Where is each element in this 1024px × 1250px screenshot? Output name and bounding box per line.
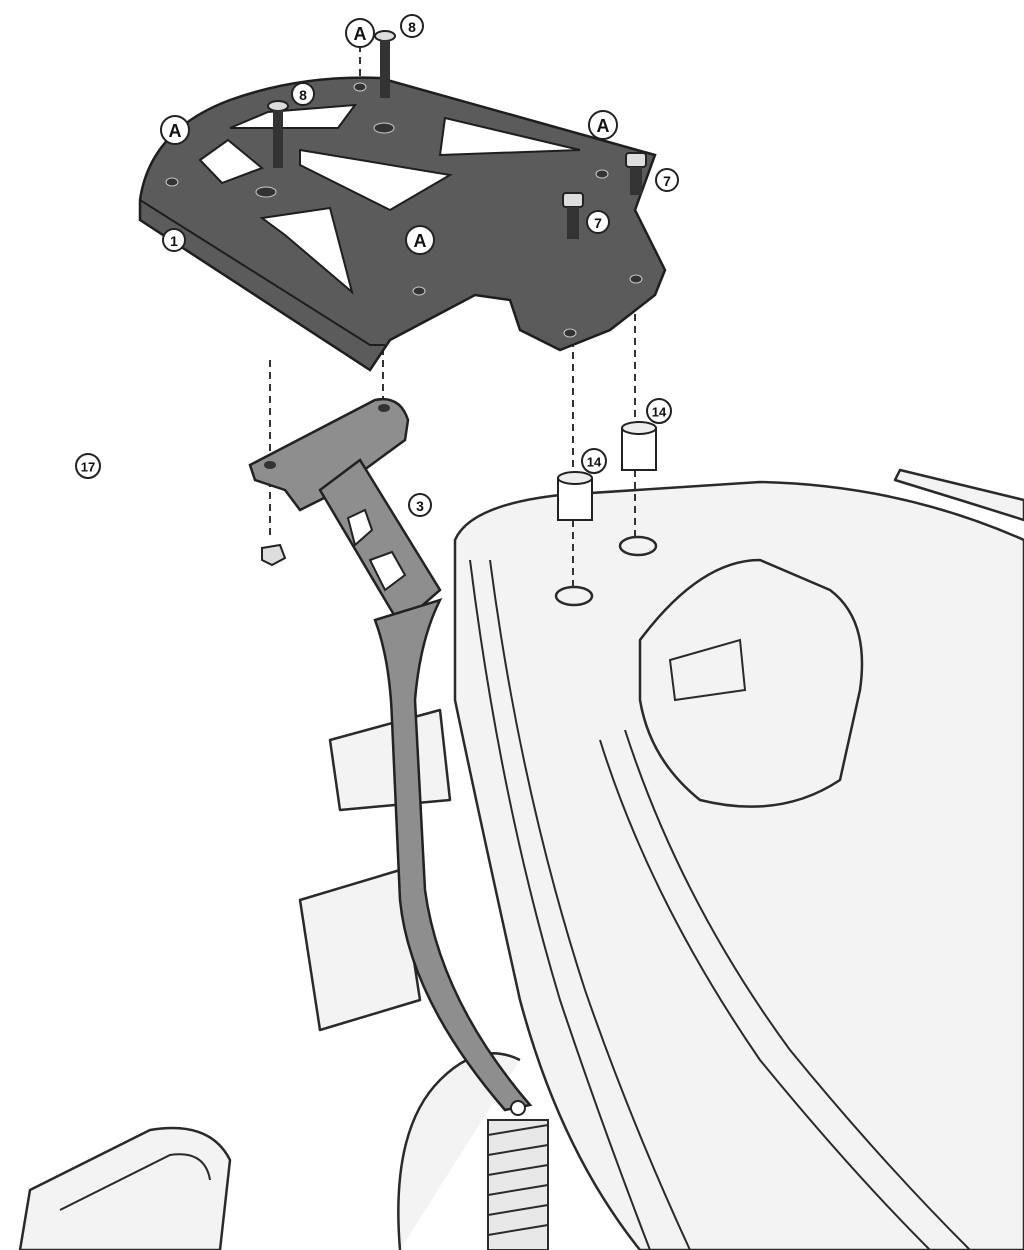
svg-text:A: A (169, 121, 182, 141)
callout-14-left: 14 (581, 448, 607, 474)
svg-text:17: 17 (81, 460, 95, 475)
svg-text:7: 7 (663, 173, 671, 189)
spacer-left (557, 471, 593, 521)
callout-8-front: 8 (291, 82, 315, 106)
bolt-8-front (267, 100, 289, 168)
callout-8-rear: 8 (400, 14, 424, 38)
rack-plate (138, 76, 667, 372)
support-bracket (248, 397, 533, 1116)
svg-text:3: 3 (416, 498, 424, 514)
callout-14-right: 14 (646, 398, 672, 424)
svg-text:14: 14 (587, 455, 602, 470)
spring (487, 1119, 549, 1250)
svg-text:A: A (354, 24, 367, 44)
callout-17-kit: 17 (75, 453, 101, 479)
svg-text:8: 8 (299, 87, 307, 103)
callout-7-right: 7 (655, 168, 679, 192)
callout-a-rear: A (345, 18, 375, 48)
svg-text:A: A (414, 231, 427, 251)
nut (261, 543, 287, 567)
scooter-body (18, 468, 1024, 1250)
svg-text:1: 1 (170, 233, 178, 249)
bolt-7-right (625, 152, 647, 195)
callout-a-right: A (588, 110, 618, 140)
svg-text:14: 14 (652, 405, 667, 420)
bolt-8-rear (374, 30, 396, 98)
svg-text:7: 7 (594, 215, 602, 231)
spacer-right (621, 421, 657, 471)
callout-a-center: A (405, 225, 435, 255)
bolt-7-left (562, 192, 584, 239)
callout-3-bracket: 3 (408, 493, 432, 517)
svg-text:A: A (597, 116, 610, 136)
svg-text:8: 8 (408, 19, 416, 35)
callout-1-plate: 1 (162, 228, 186, 252)
callout-7-left: 7 (586, 210, 610, 234)
callout-a-left: A (160, 115, 190, 145)
